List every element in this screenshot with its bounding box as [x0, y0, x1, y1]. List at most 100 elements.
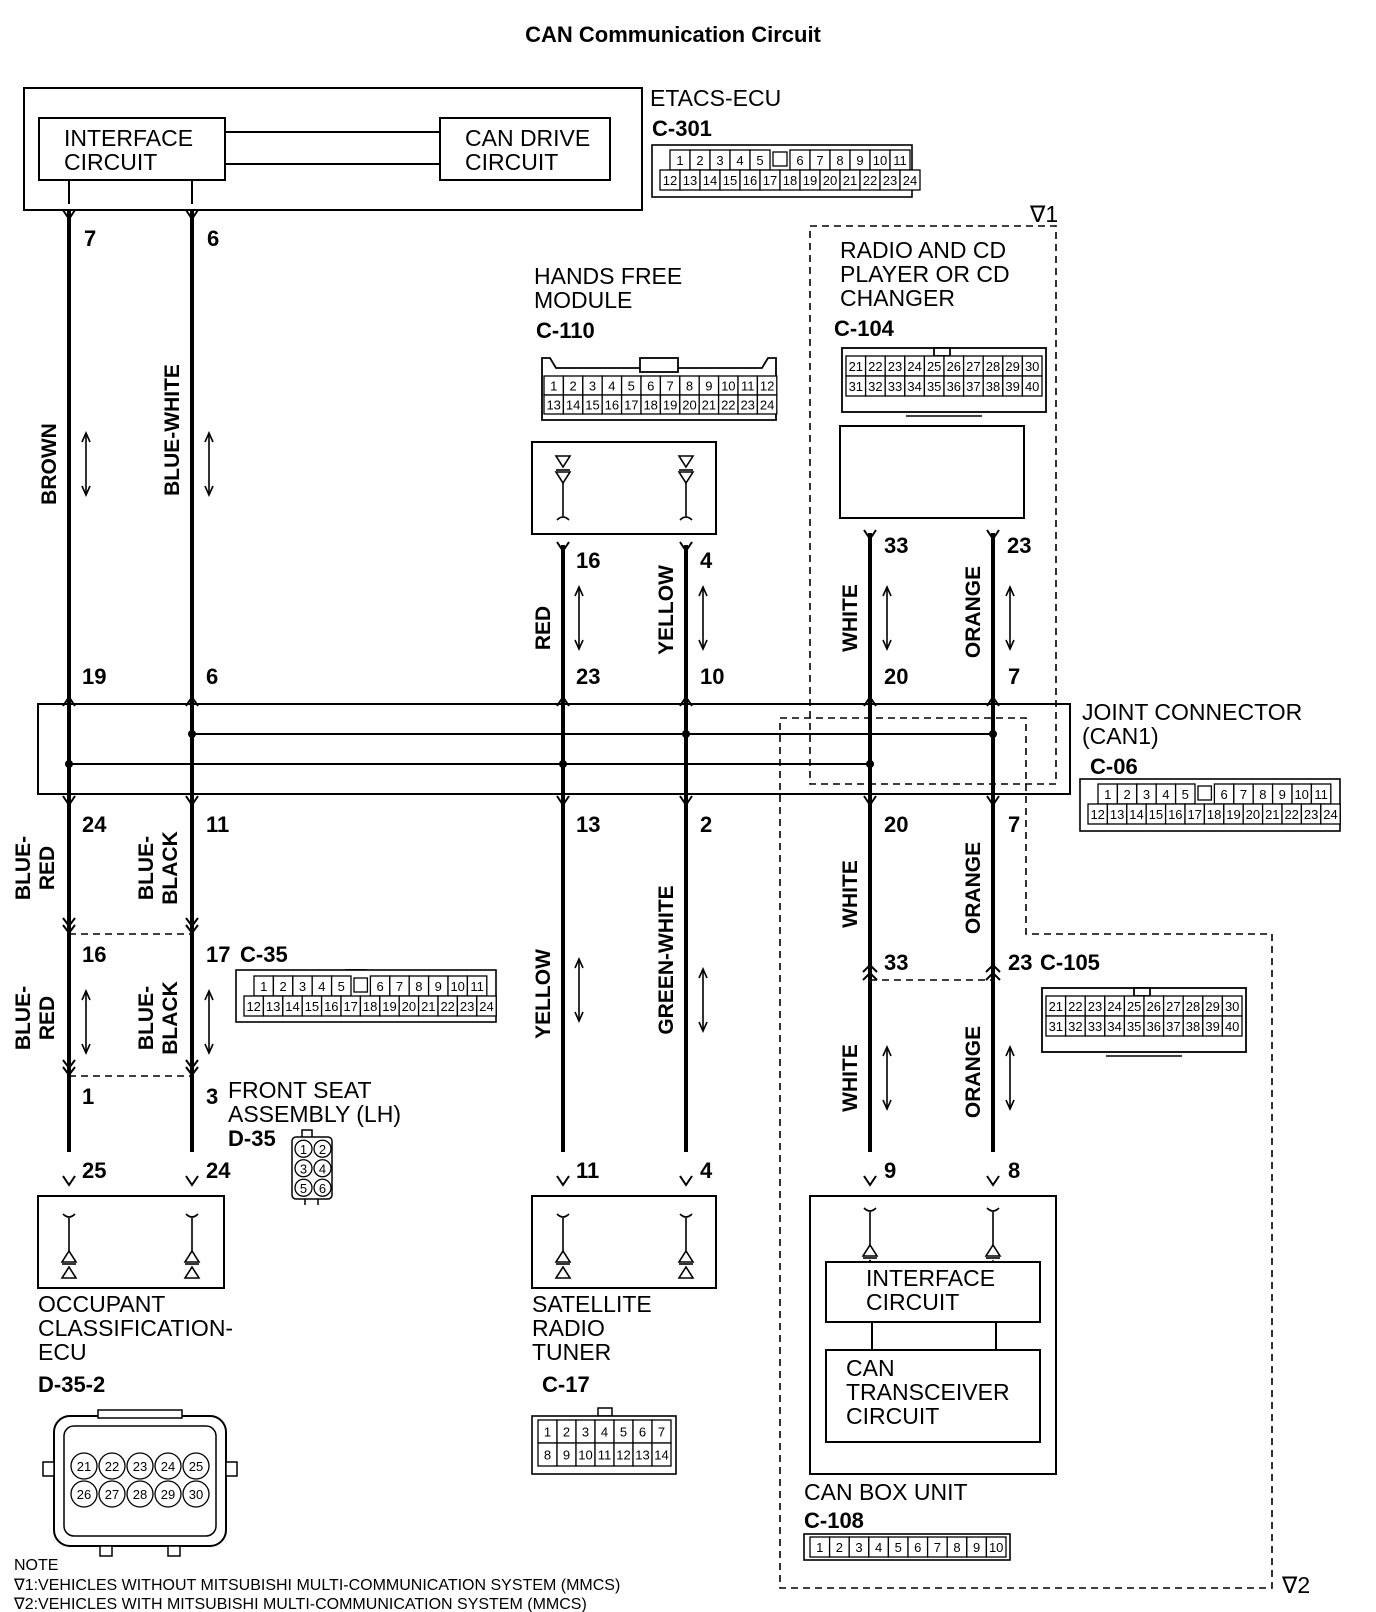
- wire-label-yellow-top: YELLOW: [655, 565, 678, 655]
- pin-number: 1: [260, 979, 267, 994]
- pin-number: 14: [285, 999, 299, 1014]
- etacs-interface-line2: CIRCUIT: [64, 149, 157, 175]
- pin-number: 23: [1304, 807, 1318, 822]
- connector-key: [353, 977, 369, 993]
- pin-number: 27: [966, 359, 980, 374]
- pin-number: 6: [914, 1540, 921, 1555]
- pin-number: 16: [605, 398, 619, 413]
- front-seat-code: D-35: [228, 1126, 276, 1151]
- pin-number: 5: [628, 379, 635, 394]
- pin-number: 8: [836, 153, 843, 168]
- note1-region: [809, 225, 1057, 785]
- pin-number: 8: [686, 379, 693, 394]
- pin-number: 12: [246, 999, 260, 1014]
- occupant-name-line2: CLASSIFICATION-: [38, 1315, 233, 1341]
- pin-number: 22: [868, 359, 882, 374]
- pin-cell: [294, 1139, 313, 1158]
- pin-cell: [899, 169, 921, 191]
- pin-cell: [651, 1442, 672, 1467]
- pin-number: 16: [743, 173, 757, 188]
- wire-label-white-mid: WHITE: [839, 860, 862, 928]
- pin-number: 18: [1207, 807, 1221, 822]
- pin-joint-7-bottom: 7: [1008, 812, 1020, 837]
- note-header: NOTE: [14, 1557, 58, 1574]
- pin-cell: [126, 1452, 154, 1480]
- note-1: ∇1:VEHICLES WITHOUT MITSUBISHI MULTI-COM…: [13, 1577, 620, 1594]
- pin-c105-23: 23: [1008, 950, 1032, 975]
- wire-label-red: RED: [532, 606, 555, 650]
- pin-number: 6: [1220, 787, 1227, 802]
- pin-joint-7: 7: [1008, 664, 1020, 689]
- pin-number: 25: [189, 1459, 203, 1474]
- pin-number: 10: [1294, 787, 1308, 802]
- occupant-name-line1: OCCUPANT: [38, 1291, 165, 1317]
- pin-number: 1: [550, 379, 557, 394]
- pin-radio-23: 23: [1007, 533, 1031, 558]
- pin-sat-4: 4: [700, 1158, 713, 1183]
- pin-number: 23: [740, 398, 754, 413]
- can-box-interface-line2: CIRCUIT: [866, 1289, 959, 1315]
- radio-unit-box: [839, 425, 1025, 519]
- pin-number: 2: [563, 1425, 570, 1440]
- pin-number: 39: [1005, 379, 1019, 394]
- pin-number: 35: [927, 379, 941, 394]
- pin-d35-1: 1: [82, 1084, 94, 1109]
- pin-number: 5: [620, 1425, 627, 1440]
- hands-free-name-line1: HANDS FREE: [534, 263, 682, 289]
- pin-number: 11: [1314, 787, 1328, 802]
- pin-hf-4: 4: [700, 548, 713, 573]
- pin-number: 2: [1123, 787, 1130, 802]
- pin-c105-33: 33: [884, 950, 908, 975]
- pin-box-8: 8: [1008, 1158, 1020, 1183]
- occupant-name-line3: ECU: [38, 1339, 87, 1365]
- wire-label-white-top: WHITE: [839, 584, 862, 652]
- note2-marker: ∇2: [1281, 1572, 1310, 1598]
- pin-number: 3: [716, 153, 723, 168]
- etacs-ecu: INTERFACE CIRCUIT CAN DRIVE CIRCUIT: [23, 87, 643, 211]
- pin-number: 14: [703, 173, 717, 188]
- satellite-name-line1: SATELLITE: [532, 1291, 652, 1317]
- pin-cell: [1021, 375, 1043, 397]
- can-box-transceiver-line1: CAN: [846, 1355, 895, 1381]
- pin-number: 20: [402, 999, 416, 1014]
- pin-joint-19: 19: [82, 664, 106, 689]
- pin-cell: [182, 1480, 210, 1508]
- etacs-interface-line1: INTERFACE: [64, 125, 193, 151]
- pin-number: 29: [1205, 999, 1219, 1014]
- pin-number: 15: [305, 999, 319, 1014]
- pin-cell: [154, 1452, 182, 1480]
- pin-number: 28: [133, 1487, 147, 1502]
- pin-number: 32: [868, 379, 882, 394]
- pin-number: 23: [1088, 999, 1102, 1014]
- pin-cell: [313, 1178, 332, 1197]
- wire-label-green-white: GREEN-WHITE: [655, 885, 678, 1034]
- pin-number: 9: [705, 379, 712, 394]
- wire-label-blue-black-1b: BLACK: [159, 831, 182, 905]
- joint-name-line1: JOINT CONNECTOR: [1082, 699, 1302, 725]
- pin-number: 21: [702, 398, 716, 413]
- pin-number: 8: [1259, 787, 1266, 802]
- pin-number: 4: [875, 1540, 882, 1555]
- pin-number: 5: [300, 1181, 307, 1196]
- pin-number: 2: [696, 153, 703, 168]
- pin-number: 14: [1129, 807, 1143, 822]
- wires: [65, 204, 997, 1152]
- pin-number: 24: [161, 1459, 175, 1474]
- pin-number: 25: [1127, 999, 1141, 1014]
- pin-number: 35: [1127, 1019, 1141, 1034]
- pin-number: 4: [601, 1425, 608, 1440]
- wire-label-blue-black-2a: BLUE-: [135, 986, 158, 1050]
- pin-number: 2: [319, 1142, 326, 1157]
- pin-number: 13: [1110, 807, 1124, 822]
- pin-number: 12: [760, 379, 774, 394]
- pin-number: 3: [855, 1540, 862, 1555]
- pin-number: 40: [1225, 1019, 1239, 1034]
- pin-joint-11: 11: [206, 812, 229, 837]
- pin-number: 1: [676, 153, 683, 168]
- wire-label-blue-red-1b: RED: [36, 846, 59, 890]
- etacs-name: ETACS-ECU: [650, 85, 781, 111]
- pin-cell: [70, 1452, 98, 1480]
